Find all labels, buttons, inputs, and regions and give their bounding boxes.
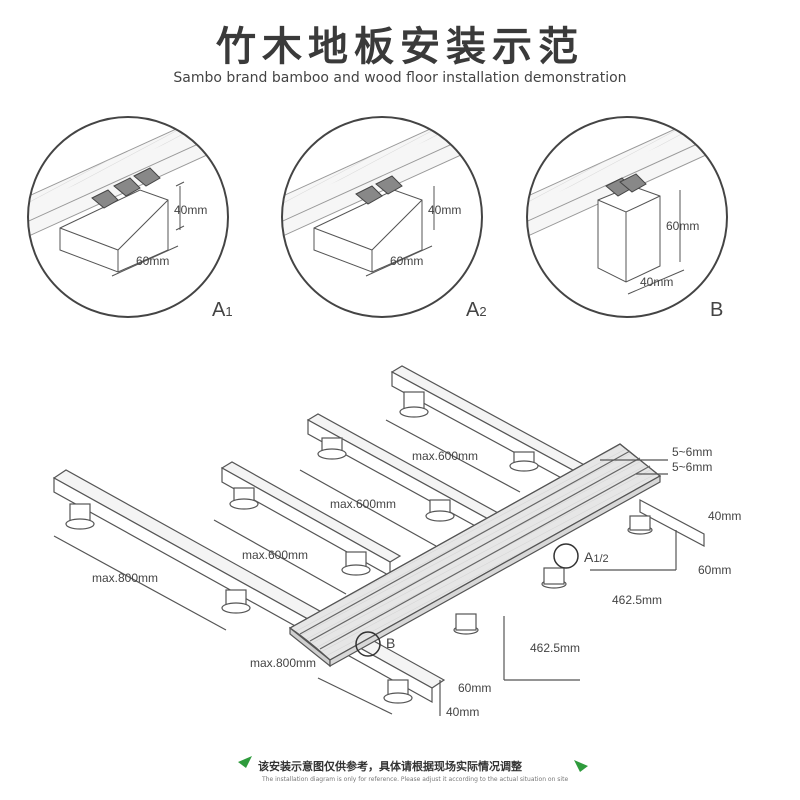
- footer-note-en: The installation diagram is only for ref…: [262, 776, 569, 783]
- main-labels: 5~6mm 5~6mm 40mm 60mm max.600mm max.600m…: [92, 445, 741, 719]
- offset-label-2: 462.5mm: [530, 641, 580, 655]
- gap-label-1: 5~6mm: [672, 445, 712, 459]
- span-label-2: max.600mm: [330, 497, 396, 511]
- a2-width-label: 60mm: [390, 254, 423, 268]
- span-label-3: max.600mm: [242, 548, 308, 562]
- end-height-label: 60mm: [458, 681, 491, 695]
- span-label-1: max.600mm: [412, 449, 478, 463]
- joist-height-label: 40mm: [708, 509, 741, 523]
- b-width-label: 40mm: [640, 275, 673, 289]
- joist-2: [306, 413, 502, 536]
- leaf-icon-left: [238, 756, 252, 768]
- callout-b-circle: [355, 631, 381, 657]
- a2-height-label: 40mm: [428, 203, 461, 217]
- b-height-label: 60mm: [666, 219, 699, 233]
- callout-a-circle: [553, 543, 579, 569]
- pedestal-span-label-1: max.800mm: [92, 571, 158, 585]
- leaf-icon-right: [574, 760, 588, 772]
- a1-height-label: 40mm: [174, 203, 207, 217]
- a2-label: A2: [466, 299, 487, 321]
- callout-b-label: B: [386, 635, 395, 651]
- end-width-label: 40mm: [446, 705, 479, 719]
- offset-label-1: 462.5mm: [612, 593, 662, 607]
- pedestal-span-label-2: max.800mm: [250, 656, 316, 670]
- a1-label: A1: [212, 299, 233, 321]
- decking-boards: [288, 443, 662, 668]
- b-label: B: [710, 299, 723, 321]
- callout-a-label: A1/2: [584, 549, 609, 565]
- detail-a2: 40mm 60mm A2: [281, 116, 487, 321]
- footer-note-cn: 该安装示意图仅供参考，具体请根据现场实际情况调整: [258, 760, 522, 773]
- joist-width-label: 60mm: [698, 563, 731, 577]
- joist-1: [390, 365, 592, 490]
- page-subtitle: Sambo brand bamboo and wood floor instal…: [173, 70, 627, 86]
- gap-label-2: 5~6mm: [672, 460, 712, 474]
- joist-right: [453, 499, 705, 635]
- detail-b: 60mm 40mm B: [526, 116, 728, 321]
- detail-a1: 40mm 60mm A1: [27, 116, 233, 321]
- a1-width-label: 60mm: [136, 254, 169, 268]
- main-floor-diagram: [52, 365, 705, 716]
- page-title: 竹木地板安装示范: [216, 24, 584, 70]
